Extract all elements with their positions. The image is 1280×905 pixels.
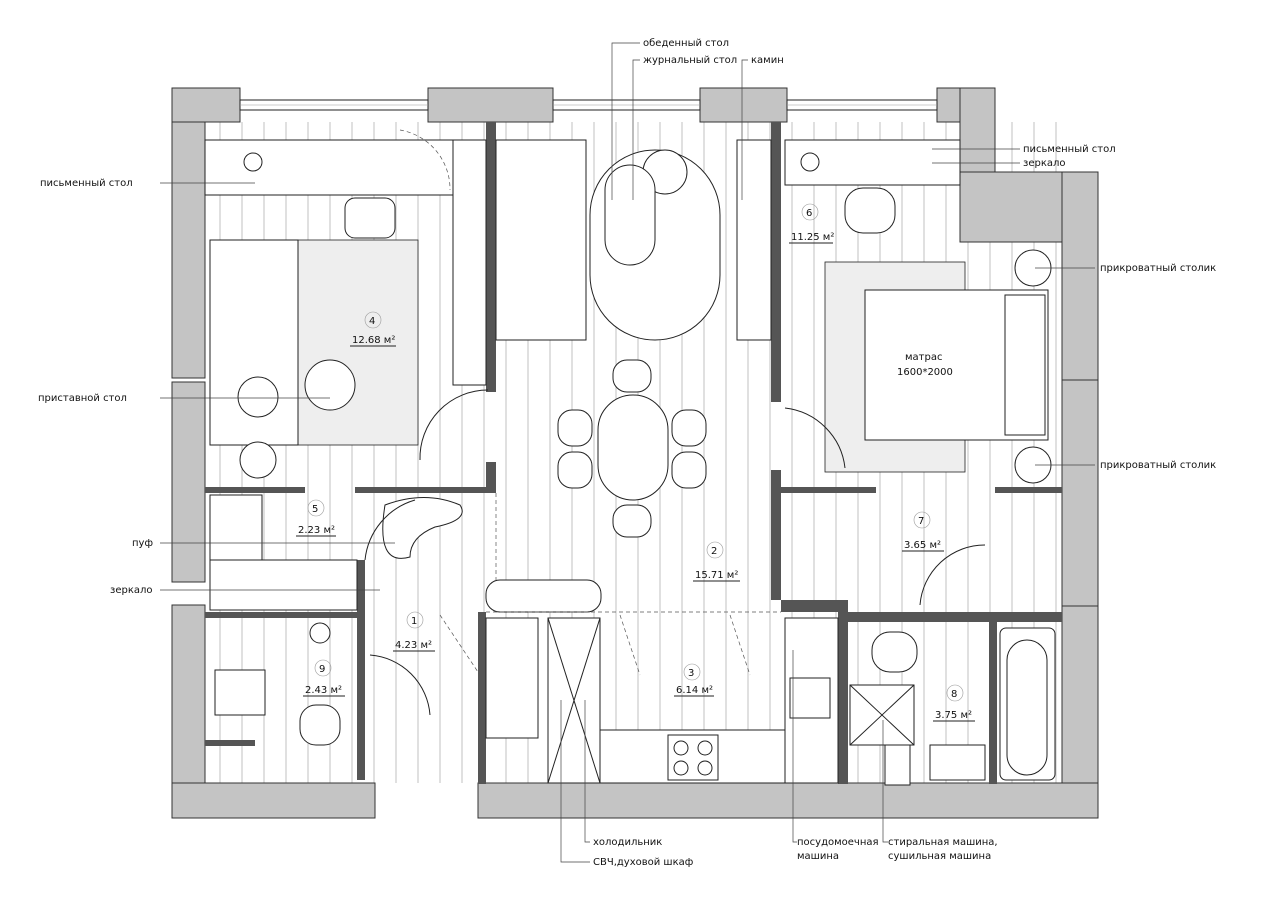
svg-text:СВЧ,духовой шкаф: СВЧ,духовой шкаф: [593, 857, 693, 868]
toilet-8: [871, 631, 918, 673]
fridge: [485, 617, 539, 739]
svg-text:зеркало: зеркало: [1023, 158, 1066, 169]
room-2: 2 15.71 м²: [693, 541, 740, 582]
svg-text:письменный стол: письменный стол: [40, 178, 133, 189]
svg-text:письменный стол: письменный стол: [1023, 144, 1116, 155]
fireplace: [736, 139, 772, 341]
svg-text:4.23 м²: 4.23 м²: [395, 640, 432, 651]
wardrobe: [452, 139, 487, 386]
room-9: 9 2.43 м²: [303, 659, 345, 697]
svg-text:2: 2: [711, 546, 717, 557]
svg-text:2.23 м²: 2.23 м²: [298, 525, 335, 536]
svg-text:зеркало: зеркало: [110, 585, 153, 596]
rug-room4: [297, 239, 419, 446]
room-labels: 1 4.23 м² 2 15.71 м² 3 6.14 м² 4 12.68 м² 5 2…: [296, 203, 975, 722]
office-chair: [344, 197, 396, 239]
svg-text:2.43 м²: 2.43 м²: [305, 685, 342, 696]
svg-text:8: 8: [951, 689, 957, 700]
side-table: [304, 359, 356, 411]
svg-text:камин: камин: [751, 55, 784, 66]
room-8: 8 3.75 м²: [933, 684, 975, 722]
interior-walls: [205, 122, 1062, 784]
exterior-walls: [171, 87, 1099, 819]
svg-text:машина: машина: [797, 851, 839, 862]
svg-text:15.71 м²: 15.71 м²: [695, 570, 738, 581]
room-7: 7 3.65 м²: [902, 511, 944, 552]
mattress-label: матрас: [905, 352, 942, 363]
room-5: 5 2.23 м²: [296, 499, 336, 537]
room-6: 6 11.25 м²: [789, 203, 834, 244]
toilet-9: [299, 704, 341, 746]
furniture: [204, 129, 1056, 786]
svg-text:5: 5: [312, 504, 318, 515]
svg-text:3.75 м²: 3.75 м²: [935, 710, 972, 721]
svg-text:сушильная машина: сушильная машина: [888, 851, 991, 862]
svg-text:9: 9: [319, 664, 325, 675]
callouts: обеденный стол журнальный стол камин пис…: [38, 38, 1216, 868]
desk-left: [204, 139, 456, 196]
room-1: 1 4.23 м²: [393, 611, 435, 652]
svg-text:3: 3: [688, 668, 694, 679]
svg-text:обеденный стол: обеденный стол: [643, 38, 729, 49]
svg-text:7: 7: [918, 516, 924, 527]
room-4: 4 12.68 м²: [350, 311, 396, 347]
cooktop: [667, 734, 719, 781]
svg-text:12.68 м²: 12.68 м²: [352, 335, 395, 346]
svg-text:3.65 м²: 3.65 м²: [904, 540, 941, 551]
svg-text:1: 1: [411, 616, 417, 627]
svg-text:посудомоечная: посудомоечная: [797, 837, 879, 848]
svg-text:холодильник: холодильник: [593, 837, 662, 848]
svg-text:приставной стол: приставной стол: [38, 393, 127, 404]
dining-table: [597, 394, 669, 501]
mattress-size: 1600*2000: [897, 367, 953, 378]
svg-text:11.25 м²: 11.25 м²: [791, 232, 834, 243]
sofa-living: [495, 139, 587, 341]
svg-text:пуф: пуф: [132, 538, 153, 549]
svg-text:журнальный стол: журнальный стол: [643, 55, 737, 66]
svg-text:прикроватный столик: прикроватный столик: [1100, 460, 1216, 471]
svg-text:4: 4: [369, 316, 375, 327]
svg-text:прикроватный столик: прикроватный столик: [1100, 263, 1216, 274]
sink: [789, 677, 831, 719]
svg-text:6: 6: [806, 208, 812, 219]
room-3: 3 6.14 м²: [674, 663, 714, 697]
svg-text:стиральная машина,: стиральная машина,: [888, 837, 998, 848]
pouf: [382, 497, 463, 559]
svg-text:6.14 м²: 6.14 м²: [676, 685, 713, 696]
